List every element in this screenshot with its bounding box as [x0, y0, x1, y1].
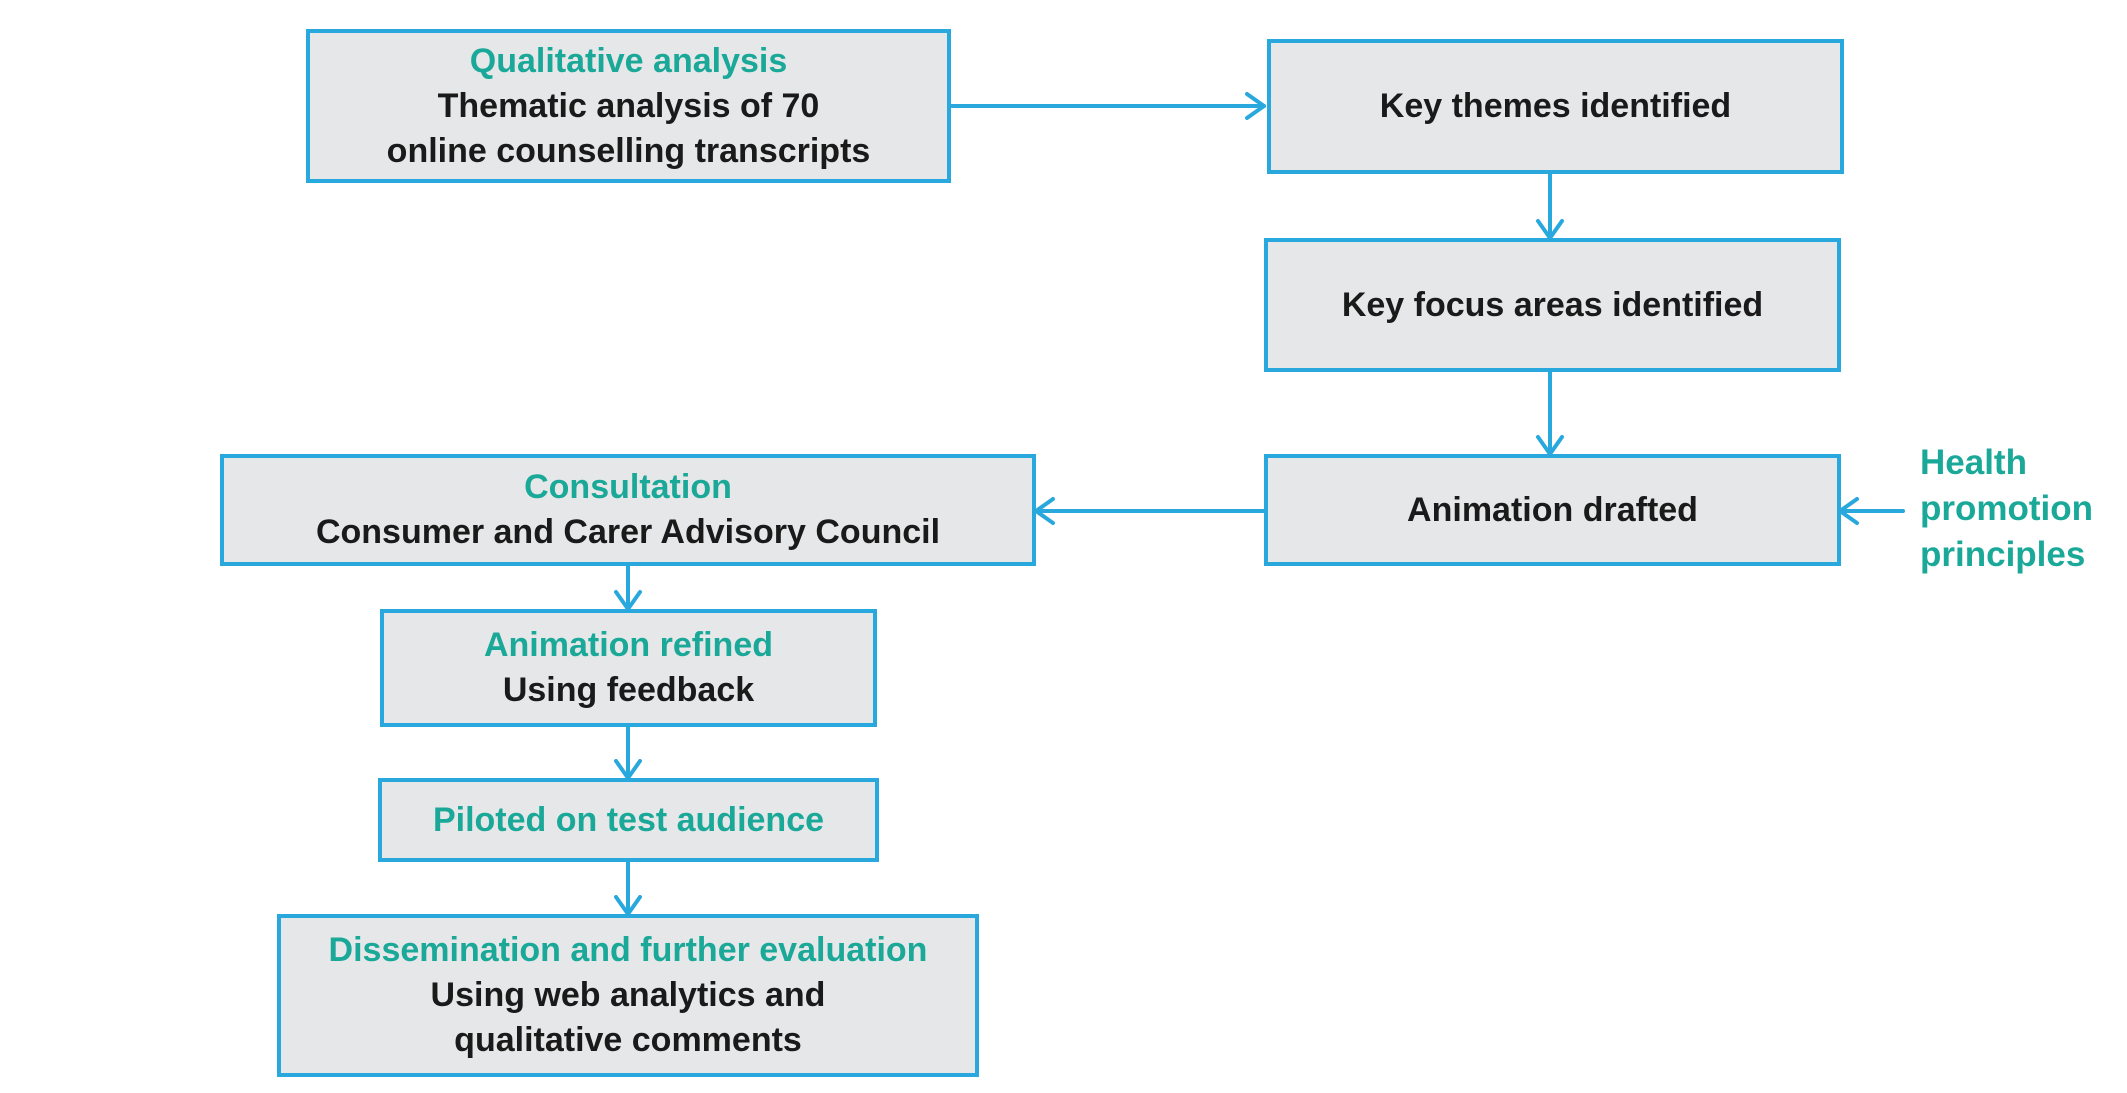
box-consultation: Consultation Consumer and Carer Advisory…: [220, 454, 1036, 566]
box-text-line: Animation drafted: [1407, 490, 1698, 529]
health-promotion-principles-note: Health promotion principles: [1920, 440, 2093, 578]
arrowhead-themes: [1245, 92, 1266, 120]
box-animation-refined: Animation refined Using feedback: [380, 609, 877, 727]
box-heading: Qualitative analysis: [469, 41, 788, 80]
box-text-line: Key themes identified: [1379, 87, 1732, 125]
box-text-line: Thematic analysis of 70: [437, 86, 820, 125]
box-heading: Animation refined: [483, 626, 774, 664]
side-note-line: Health: [1920, 443, 2027, 482]
box-dissemination: Dissemination and further evaluation Usi…: [277, 914, 979, 1077]
box-text-line: Key focus areas identified: [1341, 285, 1764, 324]
box-heading: Piloted on test audience: [432, 800, 825, 839]
side-note-line: principles: [1920, 535, 2086, 574]
box-text-line: Consumer and Carer Advisory Council: [315, 513, 941, 551]
box-heading: Consultation: [524, 468, 732, 506]
box-text-line: qualitative comments: [454, 1021, 802, 1059]
box-heading: Dissemination and further evaluation: [328, 931, 928, 969]
arrowhead-consultation: [1034, 497, 1055, 525]
box-key-focus-areas: Key focus areas identified: [1264, 238, 1841, 372]
side-note-line: promotion: [1920, 489, 2094, 528]
box-piloted: Piloted on test audience: [378, 778, 879, 862]
box-text-line: online counselling transcripts: [386, 131, 871, 170]
box-animation-drafted: Animation drafted: [1264, 454, 1841, 566]
box-qualitative-analysis: Qualitative analysis Thematic analysis o…: [306, 29, 951, 183]
box-key-themes: Key themes identified: [1267, 39, 1844, 174]
box-text-line: Using web analytics and: [430, 976, 826, 1014]
box-text-line: Using feedback: [502, 671, 755, 709]
